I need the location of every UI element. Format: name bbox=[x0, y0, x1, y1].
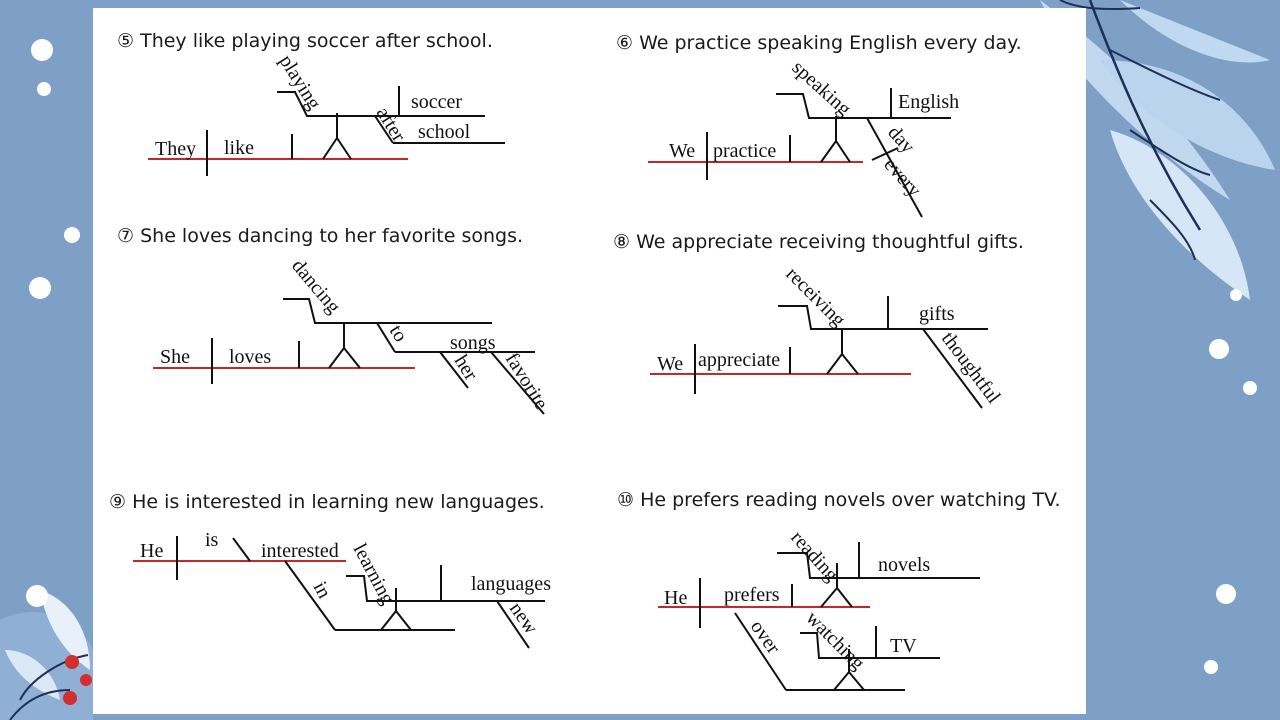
sentence-text: She loves dancing to her favorite songs. bbox=[140, 225, 524, 247]
word-subject: We bbox=[657, 353, 683, 375]
modifier-slant bbox=[374, 115, 394, 144]
preposition-slant bbox=[734, 612, 787, 691]
gerund-line bbox=[777, 552, 980, 579]
sentence-8: ⑧ We appreciate receiving thoughtful gif… bbox=[613, 231, 1024, 253]
word-gerund: speaking bbox=[788, 56, 856, 120]
sentence-6: ⑥ We practice speaking English every day… bbox=[616, 32, 1022, 54]
diagram-5 bbox=[148, 86, 505, 176]
item-number: ⑥ bbox=[616, 32, 634, 54]
diagram-9 bbox=[133, 536, 545, 649]
word-gerund: watching bbox=[801, 607, 868, 674]
modifier-tick bbox=[871, 147, 899, 161]
word-verb: practice bbox=[713, 140, 776, 162]
diagram-10 bbox=[658, 542, 980, 691]
modifier-slant bbox=[496, 600, 530, 649]
diagram-8 bbox=[650, 296, 988, 409]
gerund-line bbox=[283, 298, 492, 324]
item-number: ⑤ bbox=[117, 30, 135, 52]
item-number: ⑨ bbox=[109, 491, 127, 513]
sentence-text: We appreciate receiving thoughtful gifts… bbox=[636, 231, 1024, 253]
pedestal bbox=[826, 352, 859, 375]
word-subject: They bbox=[155, 138, 196, 160]
sentence-diagrams: They like playing soccer after school We… bbox=[133, 51, 1005, 691]
diagram-8-words: We appreciate receiving gifts thoughtful bbox=[657, 263, 1005, 408]
diagram-9-words: He is interested learning languages in n… bbox=[140, 529, 551, 639]
word-subject: We bbox=[669, 140, 695, 162]
preposition-slant bbox=[284, 560, 336, 631]
sentence-9: ⑨ He is interested in learning new langu… bbox=[109, 491, 545, 513]
diagram-6-words: We practice speaking English day every bbox=[669, 56, 959, 201]
preposition-slant bbox=[376, 322, 396, 353]
gerund-line bbox=[776, 93, 951, 119]
word-modifier: her bbox=[450, 351, 482, 385]
word-verb: appreciate bbox=[698, 349, 780, 371]
pedestal bbox=[820, 586, 853, 608]
word-gerund: learning bbox=[349, 540, 399, 608]
modifier-slant bbox=[922, 328, 983, 409]
word-modifier: thoughtful bbox=[937, 328, 1005, 408]
word-predicate-adjective: interested bbox=[261, 540, 339, 562]
word-modifier: favorite bbox=[501, 349, 553, 414]
word-verb: like bbox=[224, 137, 254, 159]
word-verb: loves bbox=[229, 346, 271, 368]
item-number: ⑦ bbox=[117, 225, 135, 247]
word-gerund-object: languages bbox=[471, 573, 551, 595]
gerund-line bbox=[800, 632, 940, 659]
pedestal bbox=[380, 609, 412, 631]
gerund-line bbox=[277, 91, 485, 117]
diagram-7 bbox=[153, 298, 545, 415]
word-gerund-object: novels bbox=[878, 554, 930, 576]
gerund-line bbox=[346, 575, 545, 602]
exercise-card: ⑤ They like playing soccer after school.… bbox=[93, 8, 1086, 714]
pedestal bbox=[328, 346, 361, 369]
sentence-5: ⑤ They like playing soccer after school. bbox=[117, 30, 493, 52]
word-preposition: after bbox=[372, 103, 410, 146]
word-modifier: every bbox=[879, 154, 925, 202]
item-number: ⑩ bbox=[617, 489, 635, 511]
sentence-7: ⑦ She loves dancing to her favorite song… bbox=[117, 225, 523, 247]
word-gerund: receiving bbox=[781, 263, 849, 331]
predicate-divider bbox=[232, 537, 251, 562]
leaf-branch-icon bbox=[1040, 0, 1275, 300]
modifier-slant bbox=[439, 351, 469, 389]
word-verb: is bbox=[205, 529, 219, 551]
diagram-7-words: She loves dancing to songs her favorite bbox=[160, 255, 552, 413]
sentence-10: ⑩ He prefers reading novels over watchin… bbox=[617, 489, 1061, 511]
pedestal bbox=[833, 670, 865, 691]
pedestal bbox=[820, 139, 851, 163]
sentence-text: He is interested in learning new languag… bbox=[132, 491, 545, 513]
word-subject: She bbox=[160, 346, 190, 368]
word-gerund-object: TV bbox=[890, 635, 917, 657]
gerund-line bbox=[778, 305, 988, 330]
sentence-text: He prefers reading novels over watching … bbox=[640, 489, 1061, 511]
word-subject: He bbox=[140, 540, 163, 562]
leaf-branch-icon bbox=[0, 590, 93, 720]
sentence-text: They like playing soccer after school. bbox=[140, 30, 493, 52]
diagram-6 bbox=[648, 88, 951, 218]
word-verb: prefers bbox=[724, 584, 780, 606]
word-gerund-object: soccer bbox=[411, 91, 462, 113]
word-gerund-object: gifts bbox=[919, 303, 955, 325]
modifier-slant bbox=[866, 117, 923, 218]
word-preposition-object: school bbox=[418, 121, 471, 143]
modifier-slant bbox=[490, 351, 545, 415]
word-subject: He bbox=[664, 587, 687, 609]
word-modifier: new bbox=[505, 598, 542, 638]
snow-dots-decoration bbox=[26, 39, 1257, 674]
pedestal bbox=[322, 136, 352, 160]
sentence-text: We practice speaking English every day. bbox=[639, 32, 1022, 54]
word-gerund: dancing bbox=[287, 255, 345, 318]
diagram-10-words: He prefers reading novels over watching … bbox=[664, 527, 930, 675]
word-preposition-object: songs bbox=[450, 332, 496, 354]
item-number: ⑧ bbox=[613, 231, 631, 253]
word-gerund-object: English bbox=[898, 91, 959, 113]
